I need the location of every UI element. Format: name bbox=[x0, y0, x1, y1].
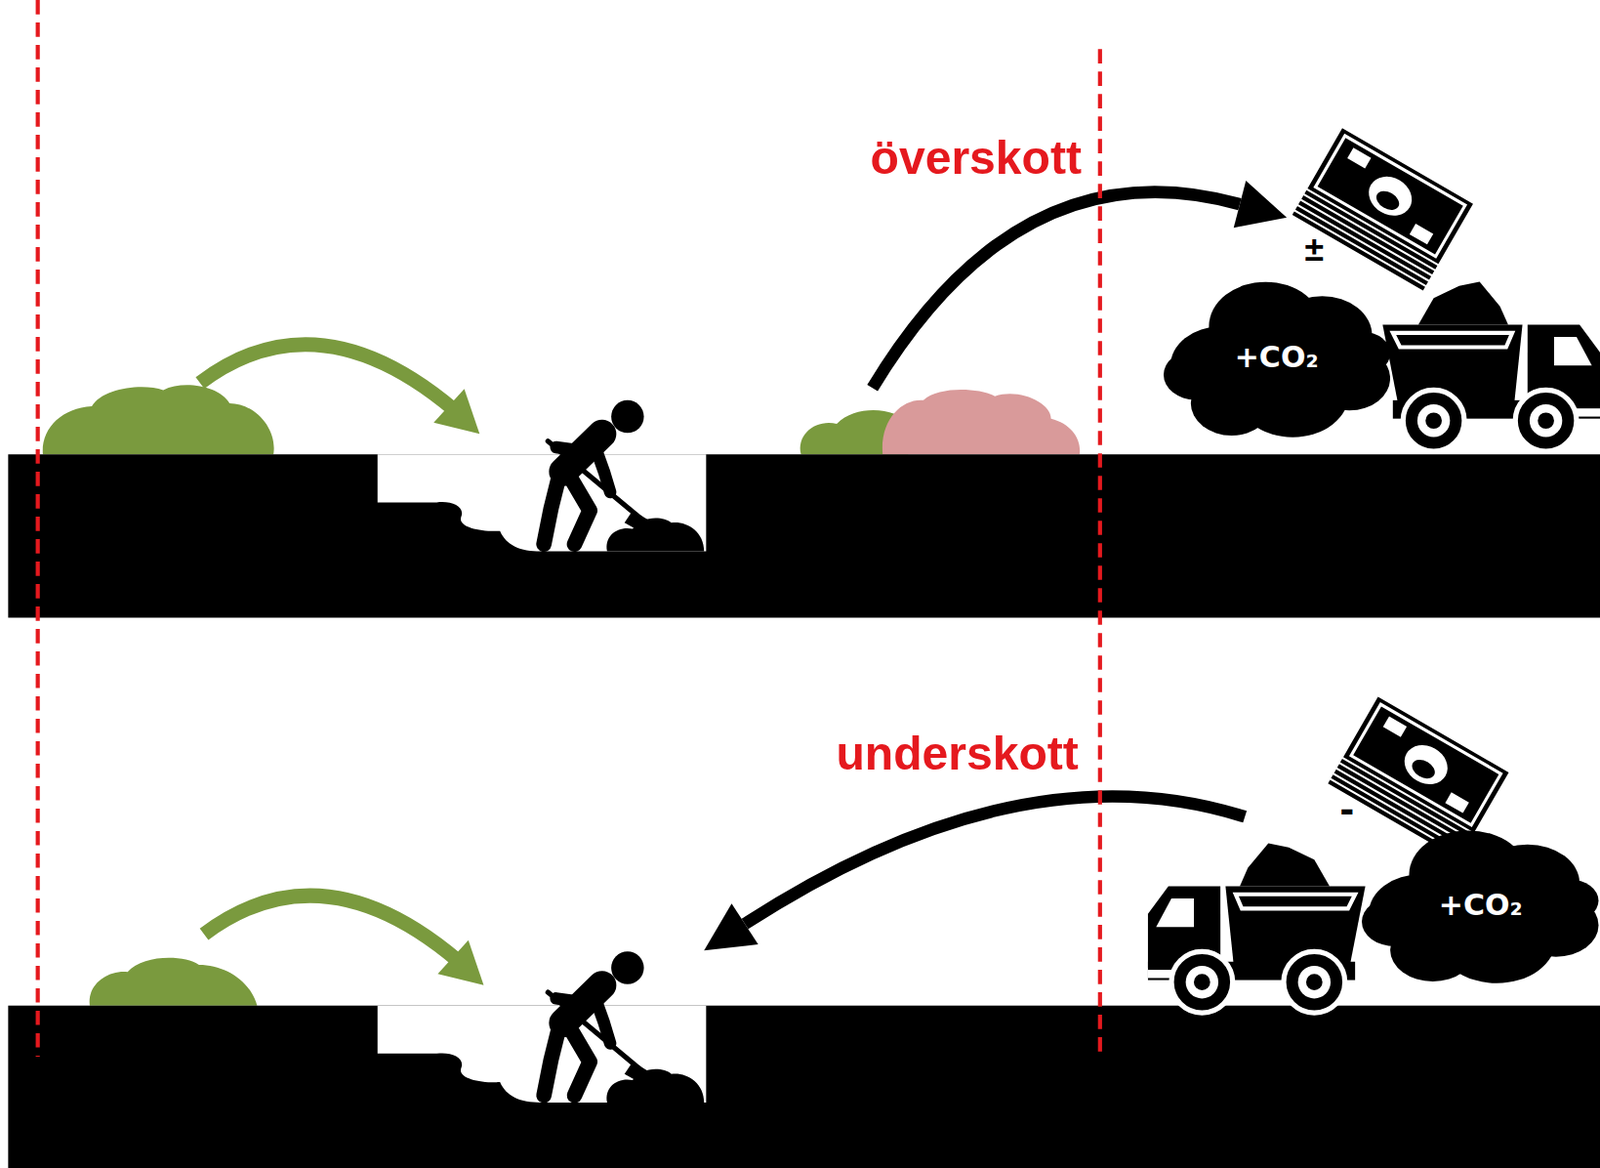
truck-symbol bbox=[1382, 282, 1600, 452]
balance-label: underskott bbox=[673, 724, 1079, 782]
arrow-head bbox=[433, 388, 480, 434]
balance-label: överskott bbox=[714, 128, 1082, 187]
arrow-head bbox=[437, 940, 484, 985]
co2-cloud: +CO₂ bbox=[1361, 816, 1600, 992]
boundary-line bbox=[1098, 48, 1103, 1051]
reuse-arrow bbox=[204, 895, 469, 970]
emission-label: +CO₂ bbox=[1234, 339, 1319, 374]
truck-symbol bbox=[1148, 843, 1366, 1014]
emission-label: +CO₂ bbox=[1438, 887, 1523, 922]
co2-cloud: +CO₂ bbox=[1163, 267, 1391, 447]
reused-soil-pile bbox=[42, 384, 275, 454]
ground-section bbox=[7, 400, 1600, 618]
reused-soil-pile bbox=[89, 957, 258, 1006]
ground-section bbox=[7, 950, 1600, 1168]
money-symbol bbox=[1290, 126, 1475, 292]
boundary-line bbox=[36, 0, 41, 1057]
arrow-head bbox=[1233, 180, 1287, 228]
reuse-arrow bbox=[200, 344, 465, 419]
cost-sign: - bbox=[1328, 785, 1366, 831]
cost-sign: ± bbox=[1293, 226, 1335, 272]
arrow-head bbox=[703, 902, 758, 950]
surplus-soil-pile bbox=[882, 389, 1080, 454]
